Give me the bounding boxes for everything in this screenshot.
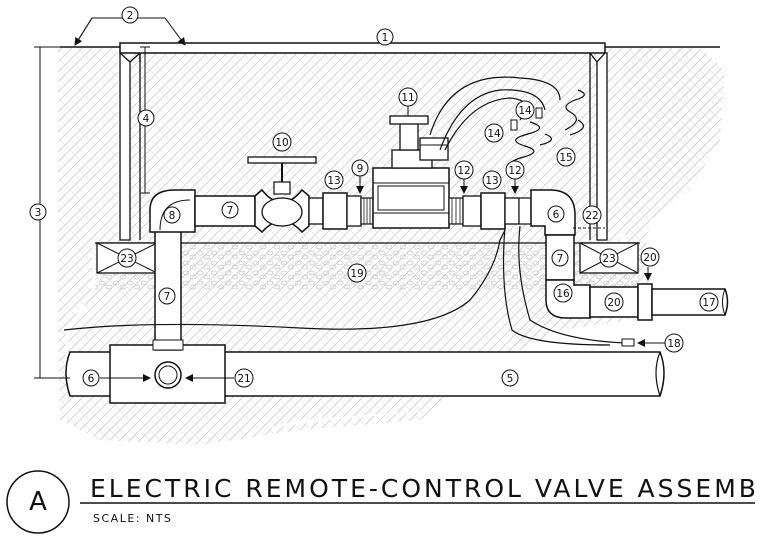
- svg-text:12: 12: [457, 165, 470, 177]
- svg-text:13: 13: [485, 175, 498, 187]
- svg-text:7: 7: [164, 291, 171, 303]
- callout-2: 2: [121, 6, 139, 24]
- valve-box-lid: [119, 42, 606, 54]
- callout-23a: 23: [117, 248, 137, 268]
- detail-circle: [6, 470, 70, 534]
- callout-6a: 6: [82, 369, 100, 387]
- callout-22: 22: [582, 205, 602, 225]
- svg-text:12: 12: [508, 165, 521, 177]
- svg-text:11: 11: [401, 92, 414, 104]
- callout-21: 21: [234, 368, 254, 388]
- valve-box-right-wall: [596, 52, 608, 241]
- callout-18: 18: [664, 333, 684, 353]
- callout-5: 5: [501, 369, 519, 387]
- callout-20b: 20: [604, 292, 624, 312]
- union-left: [322, 192, 348, 230]
- callout-7c: 7: [551, 249, 569, 267]
- callout-15: 15: [556, 147, 576, 167]
- svg-text:23: 23: [120, 253, 133, 265]
- valve-handle: [247, 156, 317, 164]
- detail-letter: A: [29, 487, 47, 517]
- callout-17: 17: [699, 292, 719, 312]
- svg-text:6: 6: [553, 209, 560, 221]
- svg-text:5: 5: [507, 373, 514, 385]
- svg-text:7: 7: [227, 205, 234, 217]
- svg-text:6: 6: [88, 373, 95, 385]
- soil-left: [58, 48, 725, 445]
- callout-16: 16: [553, 283, 573, 303]
- svg-text:20: 20: [643, 252, 656, 264]
- callout-23b: 23: [599, 248, 619, 268]
- solenoid: [419, 137, 449, 161]
- callout-12b: 12: [505, 160, 525, 180]
- callout-7a: 7: [221, 201, 239, 219]
- callout-19: 19: [347, 263, 367, 283]
- svg-text:8: 8: [169, 210, 176, 222]
- svg-text:15: 15: [559, 152, 572, 164]
- svg-text:9: 9: [357, 163, 364, 175]
- callout-4: 4: [137, 109, 155, 127]
- svg-text:16: 16: [556, 288, 570, 300]
- control-wire: [63, 229, 506, 331]
- callout-14b: 14: [515, 100, 535, 120]
- callout-9: 9: [351, 159, 369, 177]
- svg-text:21: 21: [237, 373, 250, 385]
- svg-text:14: 14: [487, 128, 501, 140]
- callout-20a: 20: [640, 247, 660, 267]
- callout-14a: 14: [484, 123, 504, 143]
- svg-text:23: 23: [602, 253, 615, 265]
- callout-3: 3: [29, 203, 47, 221]
- callout-13b: 13: [482, 170, 502, 190]
- svg-text:17: 17: [702, 297, 715, 309]
- callout-8: 8: [163, 206, 181, 224]
- svg-text:7: 7: [557, 253, 564, 265]
- svg-text:3: 3: [35, 207, 42, 219]
- svg-text:19: 19: [350, 268, 363, 280]
- callout-11: 11: [398, 87, 418, 107]
- svg-text:20: 20: [607, 297, 620, 309]
- svg-text:4: 4: [143, 113, 150, 125]
- callout-10: 10: [272, 132, 292, 152]
- wire-connector-14b: [535, 107, 543, 119]
- svg-text:10: 10: [275, 137, 288, 149]
- svg-text:13: 13: [327, 175, 340, 187]
- coupling: [637, 283, 653, 321]
- svg-text:14: 14: [518, 105, 532, 117]
- wire-connector: [621, 338, 635, 347]
- svg-text:1: 1: [382, 32, 389, 44]
- soil-area: [60, 48, 720, 440]
- callout-7b: 7: [158, 287, 176, 305]
- callout-1: 1: [376, 28, 394, 46]
- svg-text:2: 2: [127, 10, 134, 22]
- svg-text:18: 18: [667, 338, 680, 350]
- union-right: [480, 192, 506, 230]
- callout-13a: 13: [324, 170, 344, 190]
- wire-connector-14a: [510, 119, 518, 131]
- drawing-scale: SCALE: NTS: [93, 512, 173, 525]
- callout-12a: 12: [454, 160, 474, 180]
- drawing-title: ELECTRIC REMOTE-CONTROL VALVE ASSEMBLY: [90, 474, 760, 503]
- svg-text:22: 22: [585, 210, 598, 222]
- callout-6b: 6: [547, 205, 565, 223]
